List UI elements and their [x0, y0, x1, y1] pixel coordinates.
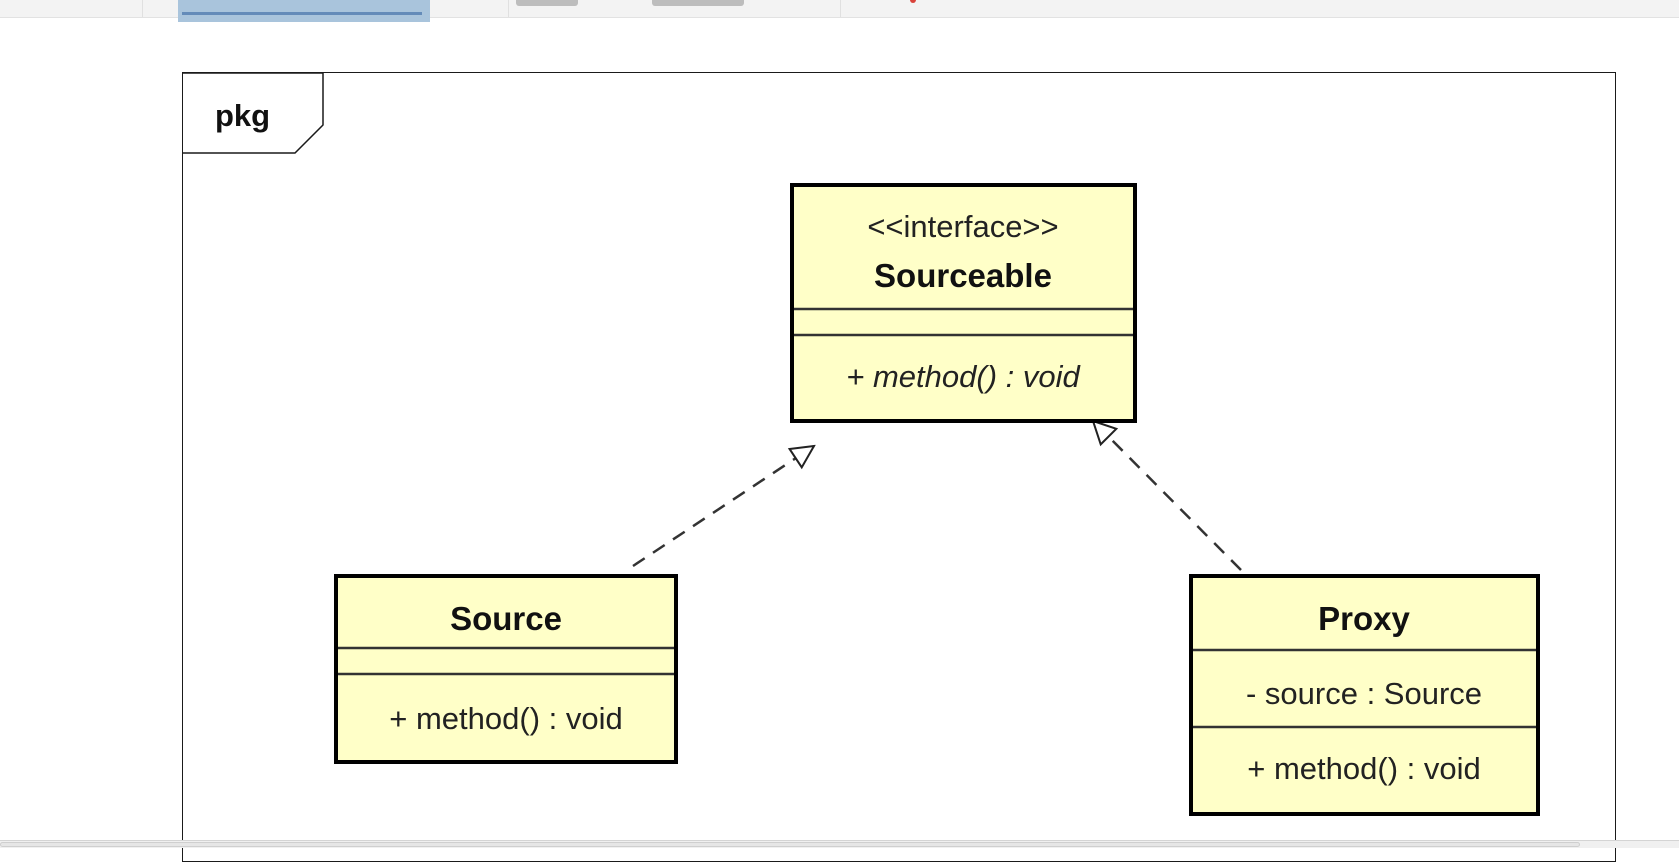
class-source[interactable]: Source + method() : void: [334, 574, 678, 764]
package-tab: pkg: [183, 72, 324, 154]
uml-package-frame: pkg <<interface>> Sourceable + method() …: [182, 72, 1616, 862]
realization-arrow: [632, 446, 814, 568]
scrollbar-thumb[interactable]: [0, 842, 1580, 847]
realization-arrow: [1093, 421, 1242, 571]
class-name: Sourceable: [874, 257, 1052, 294]
heading-glyphs: [182, 0, 422, 15]
toolbar-separator: [508, 0, 509, 17]
class-operation: + method() : void: [389, 701, 622, 736]
package-label: pkg: [215, 98, 270, 133]
class-proxy[interactable]: Proxy - source : Source + method() : voi…: [1189, 574, 1540, 816]
toolbar-separator: [840, 0, 841, 17]
class-operation: + method() : void: [846, 359, 1081, 394]
toolbar-button[interactable]: [516, 0, 578, 6]
notification-dot-icon: [910, 0, 916, 3]
realization-proxy-to-sourceable: [1093, 421, 1242, 571]
class-box: [334, 574, 678, 764]
toolbar-separator: [142, 0, 143, 17]
toolbar-button[interactable]: [652, 0, 744, 6]
class-box: [790, 183, 1137, 423]
class-attribute: - source : Source: [1246, 676, 1482, 711]
realization-source-to-sourceable: [632, 446, 814, 568]
uml-class-diagram: pkg <<interface>> Sourceable + method() …: [183, 72, 1540, 816]
class-operation: + method() : void: [1247, 751, 1480, 786]
class-stereotype: <<interface>>: [867, 209, 1058, 244]
class-name: Proxy: [1318, 600, 1410, 637]
class-box: [1189, 574, 1540, 816]
class-name: Source: [450, 600, 562, 637]
selected-heading-text[interactable]: [178, 0, 430, 22]
class-sourceable[interactable]: <<interface>> Sourceable + method() : vo…: [790, 183, 1137, 423]
